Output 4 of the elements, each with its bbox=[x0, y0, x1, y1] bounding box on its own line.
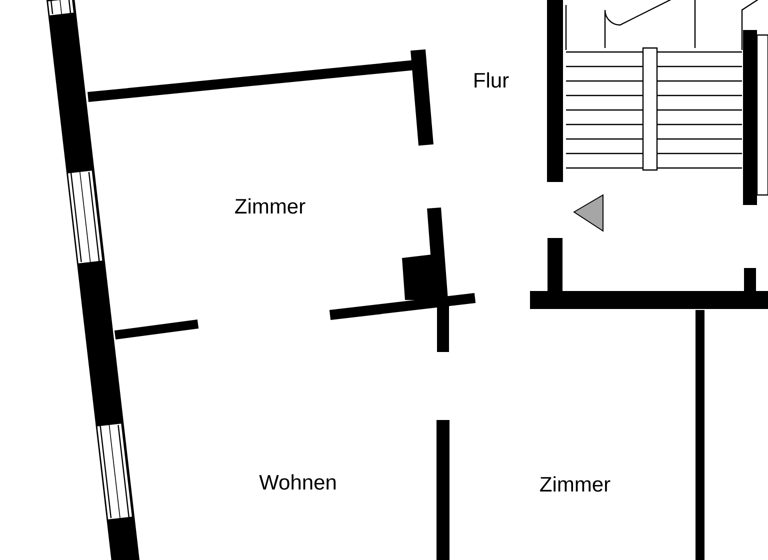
room-label: Zimmer bbox=[235, 198, 306, 214]
room-label: Zimmer bbox=[540, 476, 610, 492]
room-label: Wohnen bbox=[259, 474, 336, 490]
room-label: Flur bbox=[474, 72, 509, 88]
